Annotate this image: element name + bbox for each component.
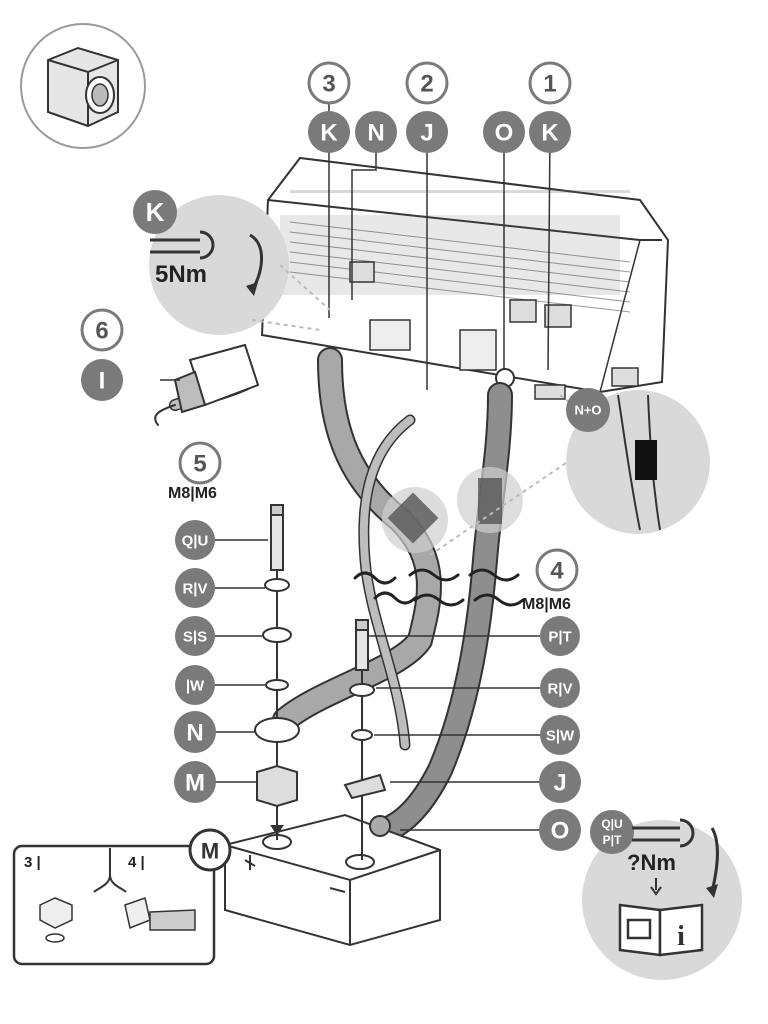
torque-unknown-value: ?Nm [627,850,676,875]
right-part-sw: S|W [546,728,575,745]
right-part-o: O [551,818,570,845]
top-badge-k-left: K [320,120,338,147]
inset-cage-nut-options: 3 | 4 | M [12,828,232,966]
qu-badge-top: Q|U [601,817,622,831]
mains-plug [173,343,260,414]
step-2: 2 [420,71,433,98]
n-plus-o-callout: N+O [429,388,710,556]
torque-unknown-callout: Q|U P|T ?Nm i [582,810,742,980]
top-badge-j: J [420,120,433,147]
top-badge-k-right: K [541,120,559,147]
wrench-icon [150,230,215,260]
cable-break-marks [353,568,525,607]
left-bolt-size: M8|M6 [168,485,217,502]
left-bolt-labels: M8|M6 Q|U R|V S|S |W N M [168,485,217,803]
k-badge-label: K [146,197,165,227]
k-badge [133,190,177,234]
mains-badge-i: I [99,368,106,395]
top-badges: K N J O K [308,111,571,153]
left-part-ss: S|S [183,629,207,646]
cage-nut-detail [20,23,146,149]
right-part-rv: R|V [547,681,572,698]
step-5: 5 [193,451,206,478]
manual-book-icon: i [618,903,704,957]
right-part-j: J [553,770,566,797]
n-plus-o-badge: N+O [574,403,601,418]
left-part-n: N [186,720,203,747]
left-part-m: M [185,770,205,797]
left-part-rv: R|V [182,581,207,598]
inverter-device [260,156,670,400]
torque-k-value: 5Nm [155,261,207,288]
top-badge-n: N [367,120,384,147]
battery [224,813,441,947]
inset-step-3: 3 | [24,854,41,871]
pt-badge-bottom: P|T [603,833,622,847]
right-bolt-labels: M8|M6 P|T R|V S|W J O [522,596,581,851]
right-part-pt: P|T [548,629,571,646]
inset-step-4: 4 | [128,854,145,871]
inset-m-label: M [201,839,219,864]
left-part-qu: Q|U [182,533,209,550]
step-4: 4 [550,558,564,585]
step-circles: 3 2 1 6 5 4 [80,61,579,592]
step-6: 6 [95,318,108,345]
cable-marker-sections [382,467,523,553]
torque-k-callout: K 5Nm [133,190,331,335]
right-bolt-size: M8|M6 [522,596,571,613]
step-1: 1 [543,71,556,98]
left-bolt-stack [254,504,300,840]
wrench-icon-2 [632,818,695,848]
svg-text:i: i [677,921,685,952]
top-badge-o: O [495,120,514,147]
left-part-w: |W [186,678,205,695]
right-bolt-stack [343,619,391,860]
step-3: 3 [322,71,335,98]
